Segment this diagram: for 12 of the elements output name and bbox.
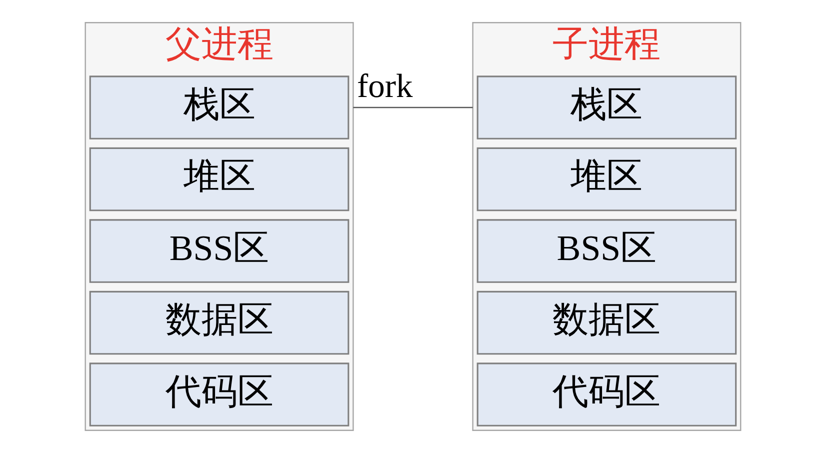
connector	[352, 106, 472, 108]
node-box: 数据区	[88, 290, 349, 355]
node-box: BSS区	[88, 219, 349, 283]
node-box: 堆区	[88, 147, 349, 212]
node-box: 堆区	[476, 147, 736, 212]
edge-label: fork	[356, 68, 412, 106]
node-box: 代码区	[476, 362, 736, 426]
node-box: BSS区	[476, 219, 736, 283]
node-box: 栈区	[88, 76, 349, 140]
node-box: 代码区	[88, 362, 349, 426]
node-box: 数据区	[476, 290, 736, 355]
node-box: 栈区	[476, 76, 736, 140]
